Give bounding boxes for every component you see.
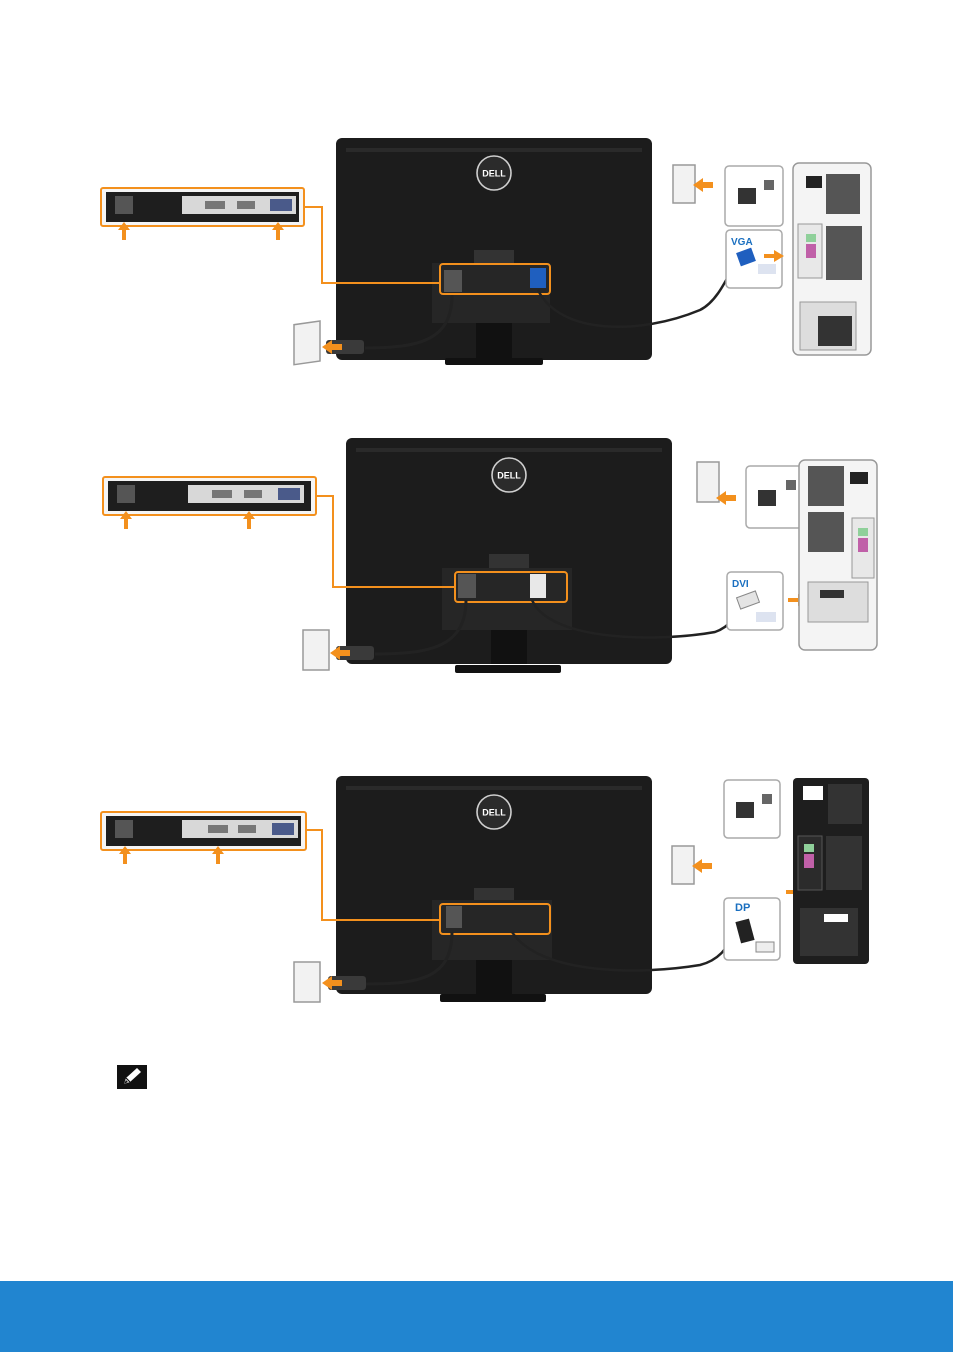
dell-logo-text: DELL bbox=[482, 808, 506, 818]
footer-bar bbox=[0, 1281, 953, 1352]
power-outlet-right bbox=[672, 846, 694, 884]
pencil-note-icon bbox=[116, 1064, 148, 1090]
vga-label: VGA bbox=[731, 237, 753, 248]
dvi-connection-diagram: DELL DVI bbox=[0, 432, 953, 680]
wall-outlet bbox=[294, 321, 320, 365]
dp-connection-diagram: DELL DP bbox=[0, 770, 953, 1010]
wall-outlet bbox=[303, 630, 329, 670]
dell-logo-text: DELL bbox=[497, 471, 521, 481]
wall-outlet bbox=[294, 962, 320, 1002]
note-icon bbox=[116, 1064, 148, 1090]
dvi-label: DVI bbox=[732, 579, 749, 590]
vga-connection-diagram: DELL VGA bbox=[0, 130, 953, 375]
dp-label: DP bbox=[735, 902, 750, 914]
power-outlet-right bbox=[697, 462, 719, 502]
dell-logo-text: DELL bbox=[482, 169, 506, 179]
power-outlet-right bbox=[673, 165, 695, 203]
